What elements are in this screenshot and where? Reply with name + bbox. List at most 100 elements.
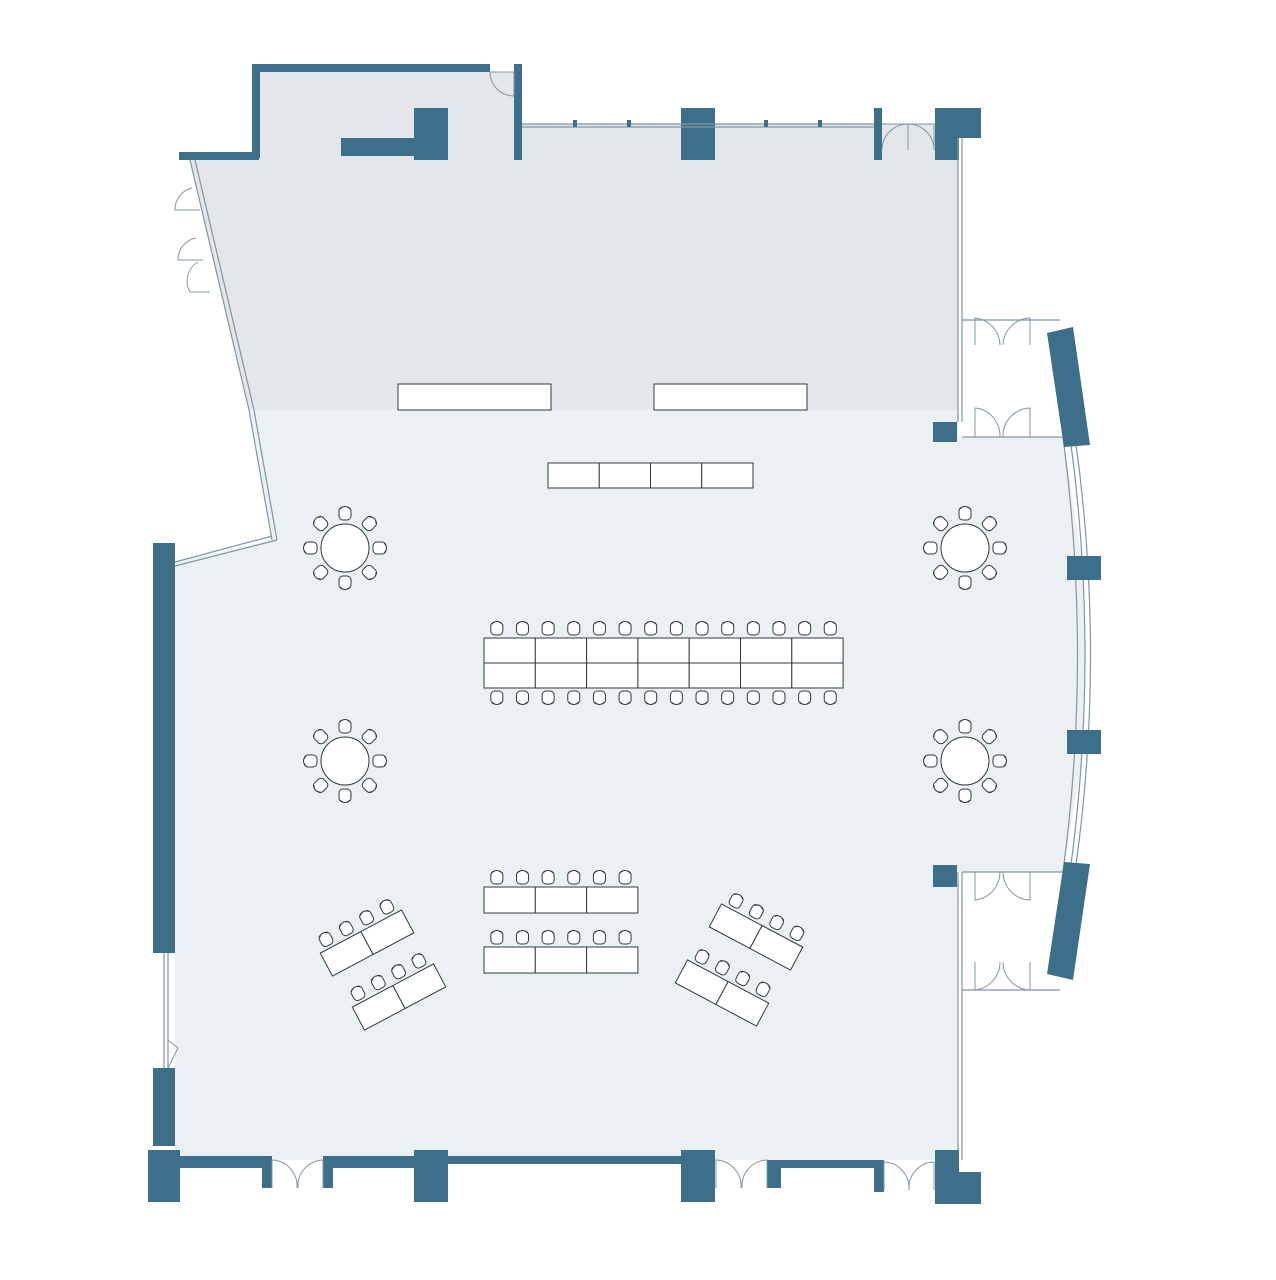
chair-icon [303,541,318,555]
round-table-icon [303,506,387,590]
chair-icon [350,985,366,1001]
chair-icon [379,899,395,915]
chair-icon [772,690,786,705]
chair-icon [567,930,581,945]
chair-icon [359,910,375,926]
chair-icon [338,719,352,734]
chair-icon [361,515,378,532]
chair-icon [515,621,529,636]
chair-icon [567,690,581,705]
chair-icon [318,931,334,947]
angled-table [708,893,805,971]
chair-icon [312,564,329,581]
door-swing-icon [174,71,935,293]
chair-icon [981,515,998,532]
chair-icon [755,981,771,997]
chair-icon [592,870,606,885]
chair-icon [958,506,972,521]
chair-icon [669,690,683,705]
chair-icon [567,870,581,885]
chair-icon [618,690,632,705]
lower-table-2 [483,930,639,974]
west-wall [153,543,179,1146]
chair-icon [932,515,949,532]
chair-icon [932,728,949,745]
chair-icon [490,930,504,945]
chair-icon [303,754,318,768]
furniture-layer [303,462,1007,1031]
angled-table [674,949,771,1027]
chair-icon [981,564,998,581]
center-table [483,621,844,705]
chair-icon [411,953,427,969]
chair-icon [644,690,658,705]
chair-icon [728,893,744,909]
column-icon [414,1150,448,1202]
chair-icon [490,870,504,885]
chair-icon [695,690,709,705]
chair-icon [694,949,710,965]
chair-icon [992,541,1007,555]
chair-icon [772,621,786,636]
chair-icon [372,541,387,555]
chair-icon [361,728,378,745]
upper-room-floor [190,72,958,410]
chair-icon [541,870,555,885]
chair-icon [823,690,837,705]
chair-icon [721,690,735,705]
column-icon [1067,730,1101,754]
chair-icon [515,690,529,705]
chair-icon [541,690,555,705]
chair-icon [923,754,938,768]
south-wall [148,1150,981,1204]
chair-icon [618,621,632,636]
chair-icon [592,930,606,945]
curved-east-wall [933,327,1101,980]
chair-icon [748,904,764,920]
chair-icon [644,621,658,636]
main-room-floor [175,410,1085,1160]
column-icon [681,1150,715,1202]
angled-table [350,953,447,1031]
round-table-icon [923,506,1007,590]
chair-icon [567,621,581,636]
chair-icon [981,777,998,794]
chair-icon [695,621,709,636]
chair-icon [338,575,352,590]
chair-icon [490,690,504,705]
upper-windows [174,120,963,567]
chair-icon [372,754,387,768]
column-icon [1067,556,1101,580]
chair-icon [932,777,949,794]
round-table-icon [303,719,387,803]
chair-icon [515,870,529,885]
chair-icon [798,690,812,705]
chair-icon [592,621,606,636]
head-table [547,462,754,489]
counter-right [653,383,808,411]
chair-icon [541,621,555,636]
chair-icon [823,621,837,636]
chair-icon [361,777,378,794]
chair-icon [370,974,386,991]
chair-icon [721,621,735,636]
counter-left [397,383,552,411]
column-icon [681,108,715,160]
chair-icon [798,621,812,636]
round-table-icon [923,719,1007,803]
east-vestibule-walls [957,317,1063,1160]
chair-icon [541,930,555,945]
rectangular-table-icon [708,893,805,971]
chair-icon [515,930,529,945]
chair-icon [361,564,378,581]
rectangular-table-icon [350,953,447,1031]
chair-icon [958,575,972,590]
chair-icon [618,930,632,945]
chair-icon [746,690,760,705]
rectangular-table-icon [318,899,415,977]
chair-icon [490,621,504,636]
lower-table-1 [483,870,639,914]
chair-icon [992,754,1007,768]
chair-icon [714,960,730,976]
